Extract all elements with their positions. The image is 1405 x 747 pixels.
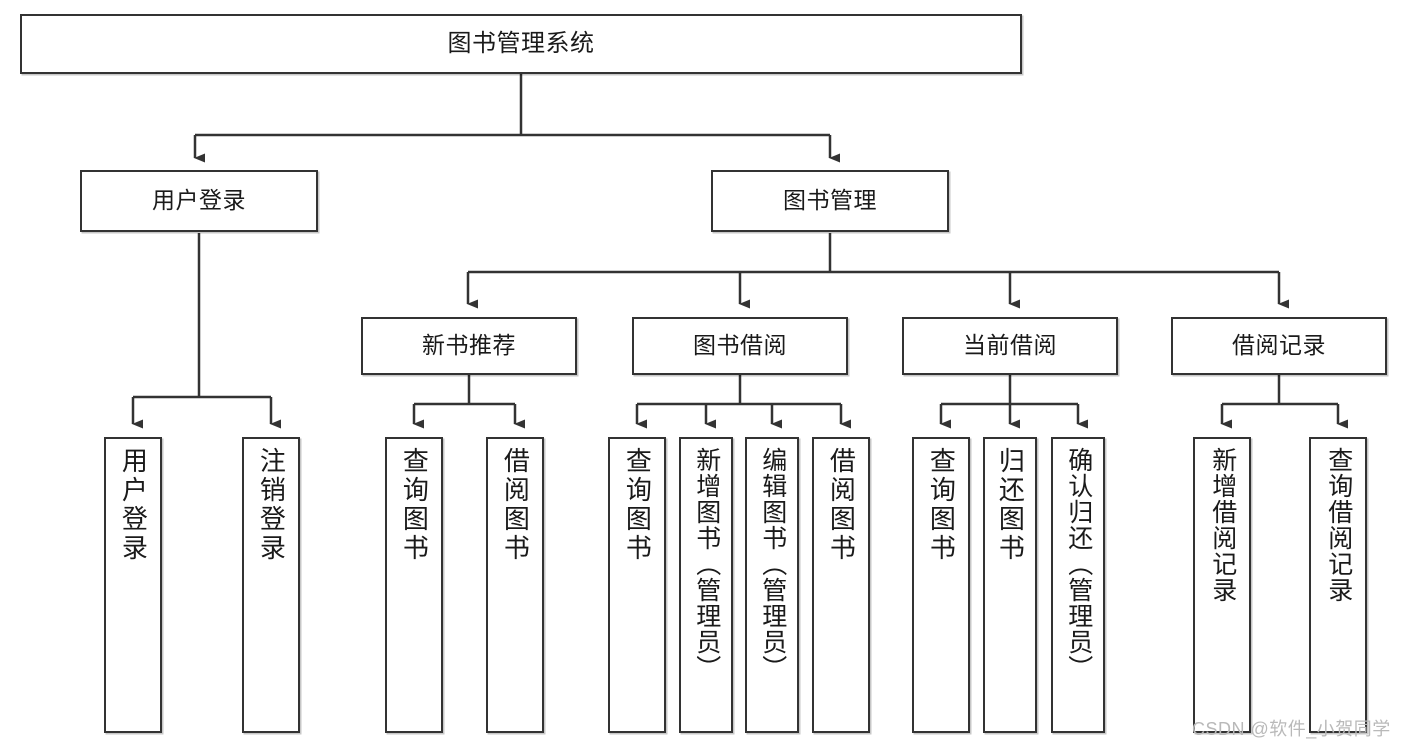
leaf-user-login-logout[interactable]: 注销登录 xyxy=(242,437,300,733)
leaf-book-borrow-edit-book-admin[interactable]: 编辑图书（管理员） xyxy=(745,437,799,733)
node-label: 新书推荐 xyxy=(422,332,516,359)
node-label: 借阅图书 xyxy=(500,447,531,563)
leaf-record-query-borrow-record[interactable]: 查询借阅记录 xyxy=(1309,437,1367,733)
leaf-book-borrow-borrow-book[interactable]: 借阅图书 xyxy=(812,437,870,733)
node-label: 图书借阅 xyxy=(693,332,787,359)
node-book-borrowing[interactable]: 图书借阅 xyxy=(632,317,848,375)
leaf-new-book-query-book[interactable]: 查询图书 xyxy=(385,437,443,733)
leaf-new-book-borrow-book[interactable]: 借阅图书 xyxy=(486,437,544,733)
leaf-current-borrow-query-book[interactable]: 查询图书 xyxy=(912,437,970,733)
csdn-watermark: CSDN @软件_小贺同学 xyxy=(1192,719,1391,739)
node-label: 查询图书 xyxy=(622,447,653,563)
node-current-borrowing[interactable]: 当前借阅 xyxy=(902,317,1118,375)
leaf-book-borrow-add-book-admin[interactable]: 新增图书（管理员） xyxy=(679,437,733,733)
leaf-current-borrow-confirm-return-admin[interactable]: 确认归还（管理员） xyxy=(1051,437,1105,733)
node-label: 用户登录 xyxy=(152,187,246,214)
node-label: 新增借阅记录 xyxy=(1208,447,1237,603)
leaf-current-borrow-return-book[interactable]: 归还图书 xyxy=(983,437,1037,733)
leaf-user-login-login[interactable]: 用户登录 xyxy=(104,437,162,733)
node-label: 查询图书 xyxy=(926,447,957,563)
node-label: 编辑图书（管理员） xyxy=(758,447,787,681)
node-label: 归还图书 xyxy=(995,447,1026,563)
leaf-book-borrow-query-book[interactable]: 查询图书 xyxy=(608,437,666,733)
node-label: 借阅记录 xyxy=(1232,332,1326,359)
node-book-management[interactable]: 图书管理 xyxy=(711,170,949,232)
node-borrowing-record[interactable]: 借阅记录 xyxy=(1171,317,1387,375)
node-label: 新增图书（管理员） xyxy=(692,447,721,681)
node-label: 注销登录 xyxy=(256,447,287,563)
node-label: 用户登录 xyxy=(118,447,149,563)
node-user-login[interactable]: 用户登录 xyxy=(80,170,318,232)
node-new-book-recommendation[interactable]: 新书推荐 xyxy=(361,317,577,375)
node-root-book-management-system[interactable]: 图书管理系统 xyxy=(20,14,1022,74)
node-label: 查询图书 xyxy=(399,447,430,563)
leaf-record-add-borrow-record[interactable]: 新增借阅记录 xyxy=(1193,437,1251,733)
node-label: 图书管理系统 xyxy=(447,29,595,57)
node-label: 借阅图书 xyxy=(826,447,857,563)
node-label: 当前借阅 xyxy=(963,332,1057,359)
node-label: 图书管理 xyxy=(783,187,877,214)
node-label: 确认归还（管理员） xyxy=(1064,447,1093,681)
node-label: 查询借阅记录 xyxy=(1324,447,1353,603)
